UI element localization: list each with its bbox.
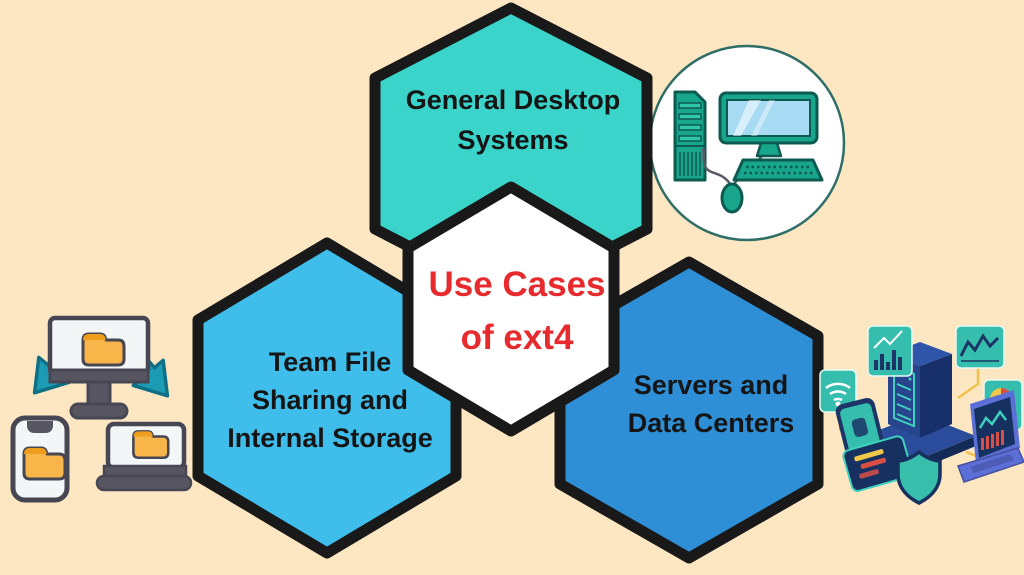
- label-line: Sharing and: [251, 385, 408, 415]
- label-line: Team File: [268, 347, 392, 377]
- page-title: Use Cases of ext4: [377, 258, 657, 364]
- title-line: Use Cases: [428, 265, 606, 304]
- label-line: General Desktop: [405, 85, 621, 115]
- mouse-cable: [701, 147, 734, 188]
- mouse-icon: [720, 182, 744, 214]
- label-line: Servers and: [633, 370, 789, 400]
- folder-icon: [81, 332, 126, 367]
- data-center-icon: [819, 325, 1024, 505]
- label-line: Systems: [457, 125, 569, 155]
- shared-phone-icon: [10, 415, 70, 503]
- shared-monitor-icon: [47, 315, 151, 420]
- tower-icon: [673, 90, 707, 182]
- bar-chart-panel-icon: [867, 325, 913, 377]
- keyboard-icon: [732, 158, 824, 182]
- desktop-computer-icon: [648, 44, 846, 242]
- label-team-file-sharing: Team File Sharing and Internal Storage: [180, 343, 480, 457]
- hexagon-center-title: [402, 181, 620, 437]
- monitor-icon: [718, 91, 819, 158]
- title-line: of ext4: [460, 318, 574, 357]
- file-sharing-icon: [10, 315, 193, 503]
- shared-laptop-icon: [95, 421, 193, 492]
- folder-icon: [132, 430, 170, 460]
- folder-icon: [22, 446, 67, 481]
- line-chart-panel-icon: [955, 325, 1005, 369]
- label-servers-data-centers: Servers and Data Centers: [571, 366, 851, 442]
- label-line: Internal Storage: [227, 423, 433, 453]
- label-general-desktop-systems: General Desktop Systems: [353, 80, 673, 160]
- laptop-icon: [957, 390, 1024, 483]
- label-line: Data Centers: [627, 408, 795, 438]
- tablet-icon: [842, 435, 913, 492]
- shield-icon: [896, 449, 942, 505]
